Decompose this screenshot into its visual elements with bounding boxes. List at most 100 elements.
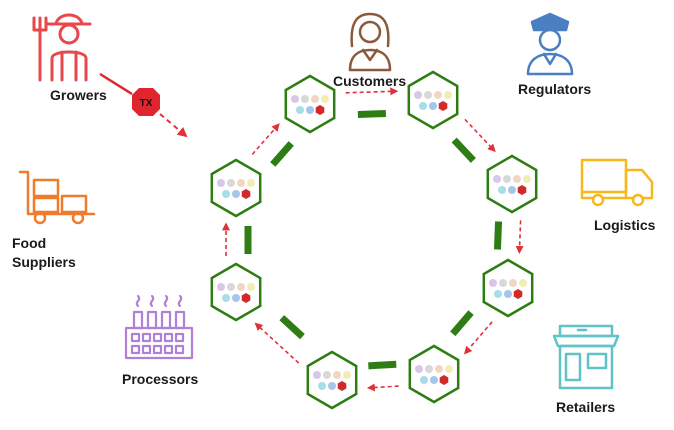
ledger-new-block xyxy=(517,185,527,195)
ring-link xyxy=(368,360,397,370)
ledger-node xyxy=(210,158,262,218)
ledger-block-icon xyxy=(482,258,534,318)
ledger-new-block xyxy=(438,101,448,111)
ledger-dot xyxy=(291,95,299,103)
ledger-dot xyxy=(498,186,506,194)
ledger-dot xyxy=(227,283,235,291)
ledger-block-icon xyxy=(284,74,336,134)
growers-tx-line xyxy=(99,72,133,96)
ledger-ring xyxy=(210,70,538,410)
ledger-dot xyxy=(434,91,442,99)
ledger-dot xyxy=(425,365,433,373)
ledger-new-block xyxy=(439,375,449,385)
ring-arrow xyxy=(251,123,280,155)
ledger-dot xyxy=(321,95,329,103)
ledger-block-icon xyxy=(408,344,460,404)
transaction-badge: TX xyxy=(132,88,160,116)
ledger-new-block xyxy=(337,381,347,391)
ledger-dot xyxy=(430,376,438,384)
ledger-dot xyxy=(494,290,502,298)
ledger-dot xyxy=(513,175,521,183)
ledger-dot xyxy=(503,175,511,183)
ledger-new-block xyxy=(241,293,251,303)
ledger-dot xyxy=(222,190,230,198)
ledger-dot xyxy=(444,91,452,99)
ledger-dot xyxy=(313,371,321,379)
ring-arrow xyxy=(515,220,524,255)
hand-truck-boxes-icon xyxy=(18,170,96,225)
ledger-node xyxy=(210,262,262,322)
ledger-dot xyxy=(493,175,501,183)
ledger-dot xyxy=(318,382,326,390)
ledger-block-icon xyxy=(306,350,358,410)
ledger-dot xyxy=(508,186,516,194)
ring-link xyxy=(279,315,305,340)
actor-label-processors: Processors xyxy=(122,371,199,387)
ledger-node xyxy=(407,70,459,130)
ledger-node xyxy=(284,74,336,134)
ledger-dot xyxy=(499,279,507,287)
ledger-dot xyxy=(420,376,428,384)
ledger-block-icon xyxy=(210,262,262,322)
ledger-dot xyxy=(519,279,527,287)
ledger-node xyxy=(408,344,460,404)
ledger-dot xyxy=(445,365,453,373)
ledger-dot xyxy=(424,91,432,99)
ledger-node xyxy=(306,350,358,410)
ledger-dot xyxy=(232,294,240,302)
ledger-dot xyxy=(435,365,443,373)
ledger-dot xyxy=(237,179,245,187)
ledger-node xyxy=(482,258,534,318)
actor-label-customers: Customers xyxy=(333,73,407,89)
delivery-truck-icon xyxy=(580,158,654,207)
ledger-new-block xyxy=(315,105,325,115)
ledger-dot xyxy=(217,283,225,291)
ledger-dot xyxy=(414,91,422,99)
ledger-block-icon xyxy=(210,158,262,218)
actor-label-growers: Growers xyxy=(50,87,107,103)
ledger-dot xyxy=(504,290,512,298)
ledger-block-icon xyxy=(407,70,459,130)
ring-arrow xyxy=(345,87,399,96)
actor-label-logistics: Logistics xyxy=(594,217,656,233)
storefront-icon xyxy=(552,324,620,390)
ledger-dot xyxy=(222,294,230,302)
ledger-dot xyxy=(311,95,319,103)
ledger-dot xyxy=(306,106,314,114)
ring-link xyxy=(493,221,503,250)
ledger-dot xyxy=(419,102,427,110)
ledger-dot xyxy=(343,371,351,379)
ledger-dot xyxy=(296,106,304,114)
ledger-dot xyxy=(227,179,235,187)
ledger-dot xyxy=(323,371,331,379)
ledger-dot xyxy=(217,179,225,187)
ledger-dot xyxy=(301,95,309,103)
actor-label-regulators: Regulators xyxy=(518,81,592,97)
ring-arrow xyxy=(464,118,496,153)
ring-links xyxy=(244,110,503,370)
ledger-dot xyxy=(489,279,497,287)
ring-link xyxy=(450,310,474,337)
ring-link xyxy=(357,110,386,118)
actor-label-retailers: Retailers xyxy=(556,399,616,415)
ledger-dot xyxy=(232,190,240,198)
ledger-dot xyxy=(333,371,341,379)
ledger-block-icon xyxy=(486,154,538,214)
ledger-dot xyxy=(415,365,423,373)
police-officer-icon xyxy=(526,12,574,76)
actor-label-food-suppliers: Food Suppliers xyxy=(12,235,76,270)
factory-icon xyxy=(124,294,194,360)
ledger-dot xyxy=(237,283,245,291)
ledger-new-block xyxy=(513,289,523,299)
farmer-icon xyxy=(32,13,92,82)
ledger-dot xyxy=(509,279,517,287)
ring-arrow xyxy=(464,321,493,355)
ring-link xyxy=(270,141,294,167)
transaction-label: TX xyxy=(140,98,153,109)
ring-arrow xyxy=(254,322,300,364)
ring-arrows xyxy=(222,87,524,392)
ledger-dot xyxy=(328,382,336,390)
ledger-node xyxy=(486,154,538,214)
